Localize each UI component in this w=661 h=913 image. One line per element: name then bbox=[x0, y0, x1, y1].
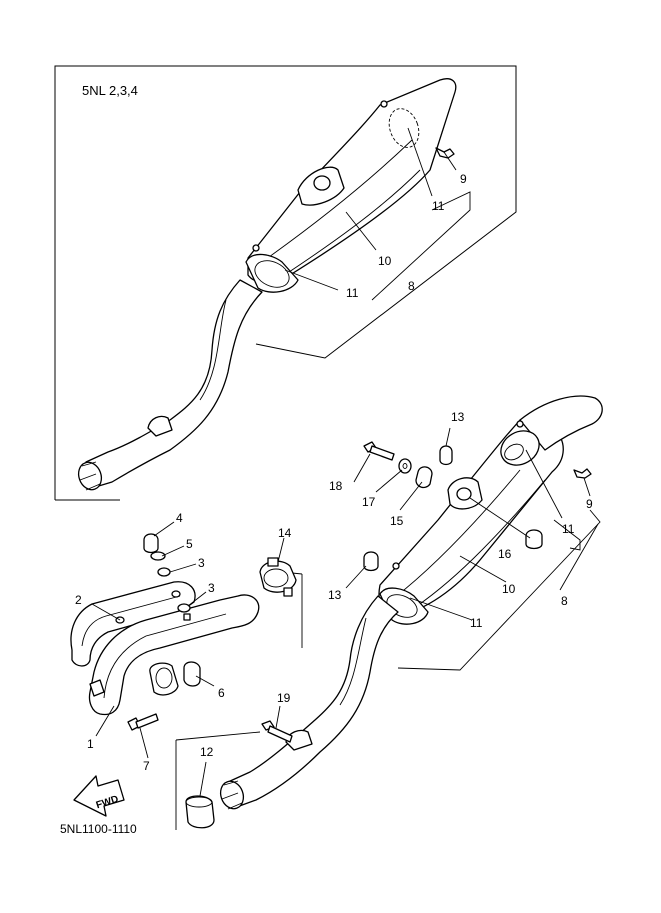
main-muffler bbox=[378, 395, 603, 625]
callout-11-lower: 11 bbox=[470, 616, 483, 630]
callout-19: 19 bbox=[277, 691, 291, 705]
callout-4: 4 bbox=[176, 511, 183, 525]
callout-9: 9 bbox=[586, 497, 593, 511]
callout-1: 1 bbox=[87, 737, 94, 751]
callout-7: 7 bbox=[143, 759, 150, 773]
diagram-code: 5NL1100-1110 bbox=[60, 822, 137, 836]
bolt-7 bbox=[127, 713, 159, 731]
left-leaders bbox=[91, 521, 285, 797]
inset-leaders bbox=[284, 127, 471, 301]
callout-14: 14 bbox=[278, 526, 292, 540]
callout-8: 8 bbox=[561, 594, 568, 608]
callout-17: 17 bbox=[362, 495, 376, 509]
inset-panel: 5NL 2,3,4 bbox=[54, 65, 517, 501]
main-assembly: 13 18 17 15 9 11 16 13 10 8 11 bbox=[185, 395, 603, 829]
gasket-6 bbox=[183, 661, 201, 687]
callout-5: 5 bbox=[186, 537, 193, 551]
fwd-arrow: FWD bbox=[73, 775, 125, 817]
inset-callout-9: 9 bbox=[460, 172, 467, 186]
inset-title: 5NL 2,3,4 bbox=[82, 83, 138, 98]
callout-11-right: 11 bbox=[562, 522, 575, 536]
inset-callout-8: 8 bbox=[408, 279, 415, 293]
callout-13-lower: 13 bbox=[328, 588, 342, 602]
callout-10: 10 bbox=[502, 582, 516, 596]
callout-16: 16 bbox=[498, 547, 512, 561]
main-hardware bbox=[363, 441, 543, 572]
callout-18: 18 bbox=[329, 479, 343, 493]
main-header-pipe bbox=[185, 595, 399, 829]
callout-3-lower: 3 bbox=[208, 581, 215, 595]
inset-callout-11-upper: 11 bbox=[432, 199, 445, 213]
callout-12: 12 bbox=[200, 745, 214, 759]
clamp bbox=[259, 557, 297, 597]
main-muffler-frame bbox=[397, 509, 601, 671]
callout-15: 15 bbox=[390, 514, 404, 528]
inset-header-pipe bbox=[77, 279, 263, 491]
callout-13-upper: 13 bbox=[451, 410, 465, 424]
callout-3-upper: 3 bbox=[198, 556, 205, 570]
callout-2: 2 bbox=[75, 593, 82, 607]
inset-callout-10: 10 bbox=[378, 254, 392, 268]
callout-6: 6 bbox=[218, 686, 225, 700]
inset-callout-11-lower: 11 bbox=[346, 286, 359, 300]
exhaust-header bbox=[88, 594, 260, 716]
main-leaders bbox=[345, 427, 599, 621]
inset-muffler bbox=[245, 78, 457, 293]
fasteners bbox=[143, 533, 191, 621]
left-assembly: 4 5 3 3 2 14 6 1 7 19 12 bbox=[70, 511, 303, 830]
